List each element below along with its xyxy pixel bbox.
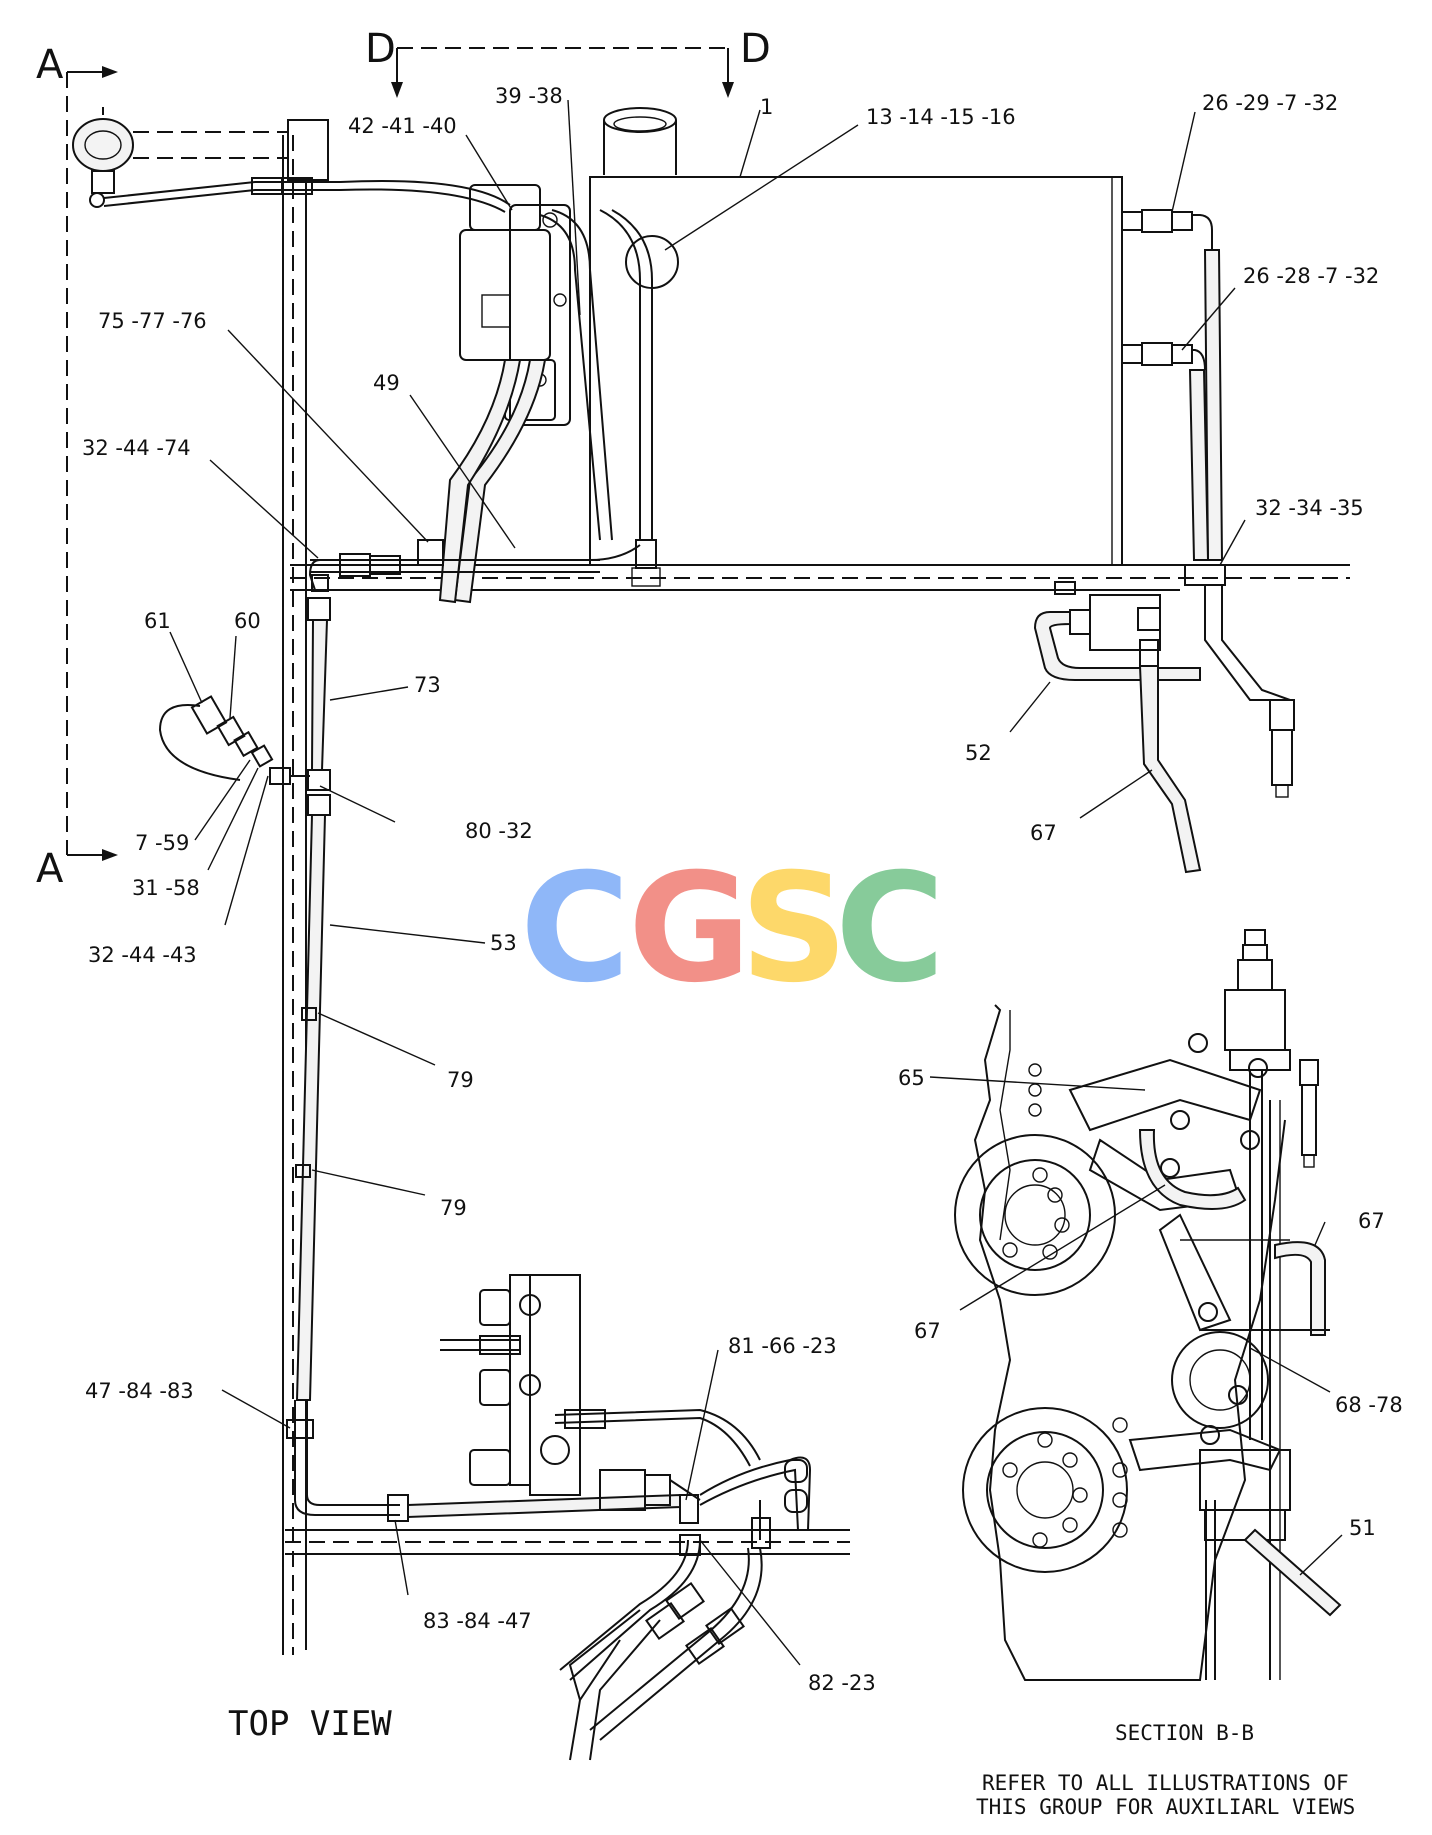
section-d-right-label: D xyxy=(740,26,771,72)
callout-label: 47 -84 -83 xyxy=(85,1379,194,1403)
callout-label: 61 xyxy=(144,609,171,633)
callout-label: 67 xyxy=(1358,1209,1385,1233)
cgsc-watermark: C G S C xyxy=(520,842,945,1016)
callout-label: 52 xyxy=(965,741,992,765)
section-d-left-label: D xyxy=(365,26,396,72)
watermark-letter: S xyxy=(740,842,848,1016)
callout-label: 39 -38 xyxy=(495,84,563,108)
watermark-letter: C xyxy=(835,842,945,1016)
callout-label: 32 -44 -74 xyxy=(82,436,191,460)
vertical-hose-run xyxy=(286,619,681,1522)
test-port-coupler xyxy=(158,695,310,785)
exit-hoses xyxy=(559,1539,763,1761)
lower-right-valve xyxy=(1033,581,1202,874)
section-a-bottom-label: A xyxy=(36,846,64,892)
auxiliary-note-line1: REFER TO ALL ILLUSTRATIONS OF xyxy=(982,1771,1349,1795)
callout-label: 81 -66 -23 xyxy=(728,1334,837,1358)
section-bb-drawing xyxy=(954,929,1342,1681)
callout-label: 67 xyxy=(1030,821,1057,845)
hydraulic-tank xyxy=(589,107,1123,566)
section-bb-title: SECTION B-B xyxy=(1115,1721,1254,1745)
section-marker-d: D D xyxy=(365,26,771,98)
pump-valve-assembly xyxy=(430,184,661,604)
callout-label: 1 xyxy=(760,95,773,119)
callout-labels: 42 -41 -40 39 -38 1 13 -14 -15 -16 26 -2… xyxy=(82,84,1403,1695)
accumulator xyxy=(72,107,511,213)
callout-label: 73 xyxy=(414,673,441,697)
callout-label: 79 xyxy=(447,1068,474,1092)
callout-label: 60 xyxy=(234,609,261,633)
callout-label: 26 -28 -7 -32 xyxy=(1243,264,1379,288)
callout-label: 80 -32 xyxy=(465,819,533,843)
callout-label: 49 xyxy=(373,371,400,395)
callout-label: 51 xyxy=(1349,1516,1376,1540)
watermark-letter: C xyxy=(520,842,630,1016)
callout-label: 13 -14 -15 -16 xyxy=(866,105,1016,129)
top-view-title: TOP VIEW xyxy=(228,1704,392,1744)
section-marker-a: A A xyxy=(36,42,118,892)
callout-label: 7 -59 xyxy=(135,831,189,855)
callout-label: 83 -84 -47 xyxy=(423,1609,532,1633)
leader-lines xyxy=(169,99,1343,1666)
callout-label: 32 -44 -43 xyxy=(88,943,197,967)
watermark-letter: G xyxy=(628,842,751,1016)
callout-label: 42 -41 -40 xyxy=(348,114,457,138)
control-valve-block xyxy=(440,1274,812,1556)
callout-label: 79 xyxy=(440,1196,467,1220)
section-a-top-label: A xyxy=(36,42,64,88)
callout-label: 26 -29 -7 -32 xyxy=(1202,91,1338,115)
callout-label: 75 -77 -76 xyxy=(98,309,207,333)
callout-label: 68 -78 xyxy=(1335,1393,1403,1417)
callout-label: 82 -23 xyxy=(808,1671,876,1695)
callout-label: 53 xyxy=(490,931,517,955)
tank-return-lines xyxy=(1121,209,1295,798)
callout-label: 67 xyxy=(914,1319,941,1343)
callout-label: 31 -58 xyxy=(132,876,200,900)
auxiliary-note-line2: THIS GROUP FOR AUXILIARL VIEWS xyxy=(976,1795,1355,1819)
callout-label: 65 xyxy=(898,1066,925,1090)
callout-label: 32 -34 -35 xyxy=(1255,496,1364,520)
